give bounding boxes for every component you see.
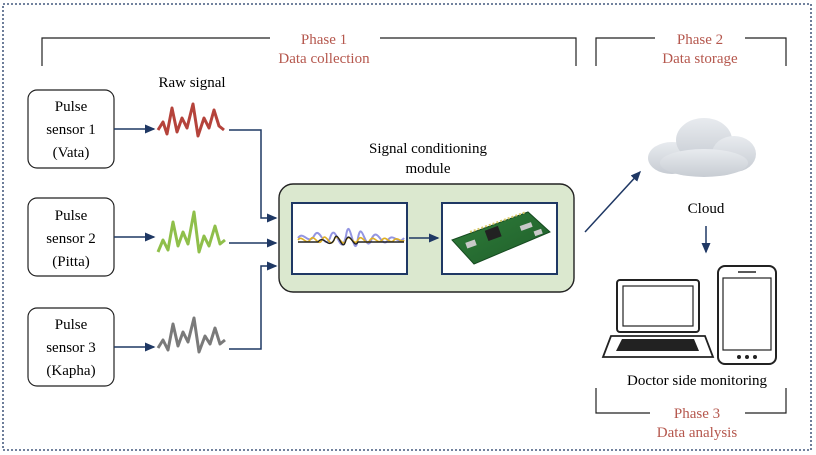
sensor-3-line2: sensor 3 (46, 340, 96, 356)
phase-3-subtitle: Data analysis (657, 425, 738, 441)
raw-wave-3 (156, 316, 226, 354)
sensor-2-line2: sensor 2 (46, 231, 96, 247)
filtered-wave-dark (298, 235, 404, 246)
phase-2-subtitle: Data storage (662, 51, 738, 67)
raw-wave-1 (156, 102, 225, 138)
module-to-cloud-arrow (584, 170, 642, 233)
connector-1 (229, 129, 278, 223)
module-label-line1: Signal conditioning (369, 141, 487, 157)
sensor-3-line3: (Kapha) (46, 363, 95, 379)
phase-2-title: Phase 2 (677, 32, 723, 48)
phase-1-bracket (41, 37, 577, 66)
connector-3 (229, 261, 278, 350)
raw-signal-label: Raw signal (158, 75, 225, 91)
phone-icon (717, 265, 777, 365)
phase-1-title: Phase 1 (301, 32, 347, 48)
module-label-line2: module (406, 161, 451, 177)
raw-wave-2 (156, 210, 226, 254)
cloud-label: Cloud (688, 201, 725, 217)
sensor-1-line3: (Vata) (53, 145, 90, 161)
phase-2-bracket (595, 37, 787, 66)
phase-3-title: Phase 3 (674, 406, 720, 422)
monitoring-label: Doctor side monitoring (627, 373, 767, 389)
phase-3-bracket (595, 388, 787, 414)
cloud-icon (648, 118, 756, 177)
sensor-3-line1: Pulse (55, 317, 88, 333)
sensor-2-line1: Pulse (55, 208, 88, 224)
sensor-1-line1: Pulse (55, 99, 88, 115)
laptop-icon (601, 279, 715, 358)
raspberry-pi-board-icon (451, 211, 551, 265)
outer-frame (2, 3, 812, 451)
sensor-2-line3: (Pitta) (52, 254, 90, 270)
sensor-1-line2: sensor 1 (46, 122, 96, 138)
phase-1-subtitle: Data collection (278, 51, 370, 67)
